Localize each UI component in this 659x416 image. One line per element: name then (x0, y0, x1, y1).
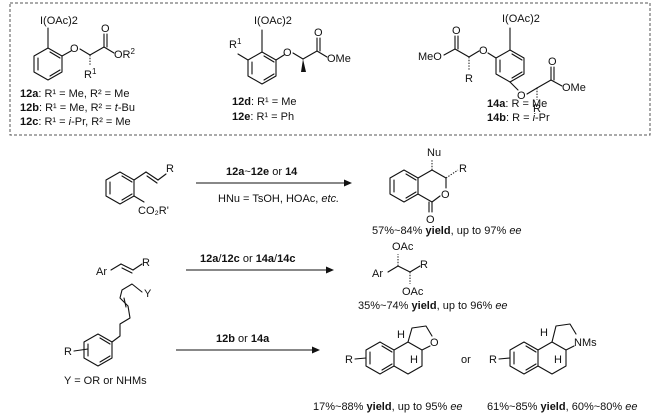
benzene-ring (495, 49, 525, 83)
or-separator: or (461, 354, 471, 366)
ether-oxygen: O (70, 43, 79, 55)
oac-bottom: OAc (402, 286, 424, 298)
r-label-right: R (533, 103, 541, 115)
r1-label: R1 (229, 37, 242, 51)
product-2: Ar R OAc OAc (372, 241, 428, 298)
substrate-y: Y (144, 288, 152, 300)
r-label-left: R (465, 73, 473, 85)
wedge-bond (301, 59, 306, 72)
ester-label: OR2 (114, 47, 136, 61)
label-12d: 12d: R¹ = Me (232, 96, 297, 108)
substrate-condition: Y = OR or NHMs (64, 375, 147, 387)
product-r: R (420, 259, 428, 271)
benzene-ring (33, 47, 63, 81)
ring-substituent-r: R (345, 354, 353, 366)
label-14a: 14a: R = Me (487, 98, 547, 110)
carbonyl-oxygen: O (426, 214, 435, 226)
arrowhead-3 (312, 346, 320, 354)
reagents-above-1: 12a~12e or 14 (226, 166, 298, 178)
iodine-reagent-label: I(OAc)2 (502, 13, 540, 25)
iodine-reagent-label: I(OAc)2 (40, 15, 78, 27)
product-3a: R O H H (345, 325, 439, 375)
hydrogen-top: H (397, 329, 405, 341)
reagents-above-2: 12a/12c or 14a/14c (200, 253, 295, 265)
oac-top: OAc (392, 241, 414, 253)
arrowhead-1 (344, 179, 352, 187)
carbonyl-oxygen: O (101, 23, 110, 35)
substrate-1: R CO₂R' (105, 163, 174, 217)
yield-2: 35%~74% yield, up to 96% ee (358, 300, 508, 312)
product-1: O O Nu R (389, 147, 467, 226)
iodine-reagent-label: I(OAc)2 (254, 15, 292, 27)
label-12c: 12c: R¹ = i-Pr, R² = Me (20, 116, 131, 128)
reaction-3: R Y Y = OR or NHMs 12b or 14a R O H H (64, 283, 637, 413)
reaction-1: R CO₂R' 12a~12e or 14 HNu = TsOH, HOAc, … (105, 147, 522, 237)
hydrogen-bottom: H (410, 354, 418, 366)
yield-1: 57%~84% yield, up to 97% ee (372, 225, 522, 237)
ring-substituent-r: R (64, 346, 72, 358)
carbonyl-oxygen-right: O (548, 56, 557, 68)
ring-substituent-r: R (489, 354, 497, 366)
label-14b: 14b: R = i-Pr (487, 112, 550, 124)
yield-3a: 17%~88% yield, up to 95% ee (313, 401, 463, 413)
ester-label: OMe (327, 53, 351, 65)
product-3b: R NMs H H (489, 323, 597, 375)
reaction-2: Ar R 12a/12c or 14a/14c Ar R OAc OAc 35%… (96, 241, 508, 312)
ring-oxygen: O (441, 189, 450, 201)
label-12a: 12a: R¹ = Me, R² = Me (20, 88, 129, 100)
benzene-ring (247, 51, 277, 85)
substrate-ester: CO₂R' (138, 205, 169, 217)
structure-12abc: I(OAc)2 O R1 O OR2 12a: R¹ = Me, R² = Me… (20, 15, 136, 128)
label-12b: 12b: R¹ = Me, R² = t-Bu (20, 102, 135, 114)
substrate-3: R Y (64, 283, 152, 367)
structure-14: I(OAc)2 O R O MeO O R O OMe 14a: R = Me … (418, 13, 586, 124)
aryl-label: Ar (372, 268, 383, 280)
reagents-above-3: 12b or 14a (216, 333, 270, 345)
ester-label-left: MeO (418, 51, 442, 63)
conditions-below-1: HNu = TsOH, HOAc, etc. (218, 193, 339, 205)
aryl-label: Ar (96, 266, 107, 278)
r1-label: R1 (84, 67, 97, 81)
carbonyl-oxygen-left: O (452, 25, 461, 37)
ether-oxygen-right: O (517, 90, 526, 102)
ether-oxygen-left: O (479, 45, 488, 57)
substrate-r: R (166, 163, 174, 175)
catalyst-box (9, 2, 651, 136)
substrate-r: R (142, 257, 150, 269)
ether-oxygen: O (283, 47, 292, 59)
yield-3b: 61%~85% yield, 60%~80% ee (487, 401, 637, 413)
ester-label-right: OMe (562, 82, 586, 94)
ring-nitrogen-nms: NMs (574, 337, 597, 349)
product-r: R (459, 163, 467, 175)
arrowhead-2 (326, 266, 334, 274)
ring-oxygen: O (430, 337, 439, 349)
hydrogen-top: H (540, 327, 548, 339)
hydrogen-bottom: H (554, 354, 562, 366)
label-12e: 12e: R¹ = Ph (232, 111, 294, 123)
structure-12de: I(OAc)2 R1 O O OMe 12d: R¹ = Me 12e: R¹ … (229, 15, 351, 123)
nucleophile-label: Nu (427, 147, 441, 159)
substrate-2: Ar R (96, 257, 150, 278)
carbonyl-oxygen: O (314, 27, 323, 39)
